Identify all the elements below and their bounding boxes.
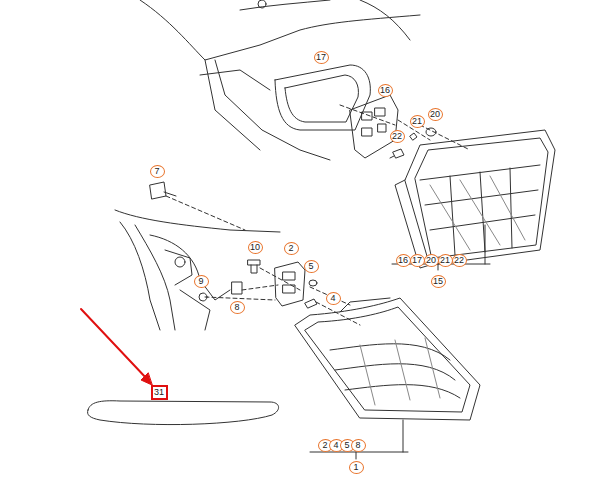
callout-number: 8 — [230, 301, 245, 314]
callout-number: 22 — [452, 254, 467, 267]
callout-number: 17 — [314, 51, 329, 64]
callout-number: 21 — [410, 115, 425, 128]
callout-number: 16 — [396, 254, 411, 267]
callout-number: 20 — [428, 108, 443, 121]
callout-number: 20 — [424, 254, 439, 267]
callout-number: 8 — [351, 439, 366, 452]
callout-number: 1 — [349, 461, 364, 474]
callout-number: 4 — [326, 292, 341, 305]
callout-number: 9 — [194, 275, 209, 288]
callout-number: 31 — [151, 385, 168, 400]
callout-number: 16 — [378, 84, 393, 97]
callout-number: 10 — [248, 241, 263, 254]
callout-number: 2 — [284, 242, 299, 255]
callout-number: 22 — [390, 130, 405, 143]
callout-number: 15 — [431, 275, 446, 288]
callout-number: 7 — [150, 165, 165, 178]
callout-number: 21 — [438, 254, 453, 267]
callout-number: 17 — [410, 254, 425, 267]
callout-number: 5 — [304, 260, 319, 273]
